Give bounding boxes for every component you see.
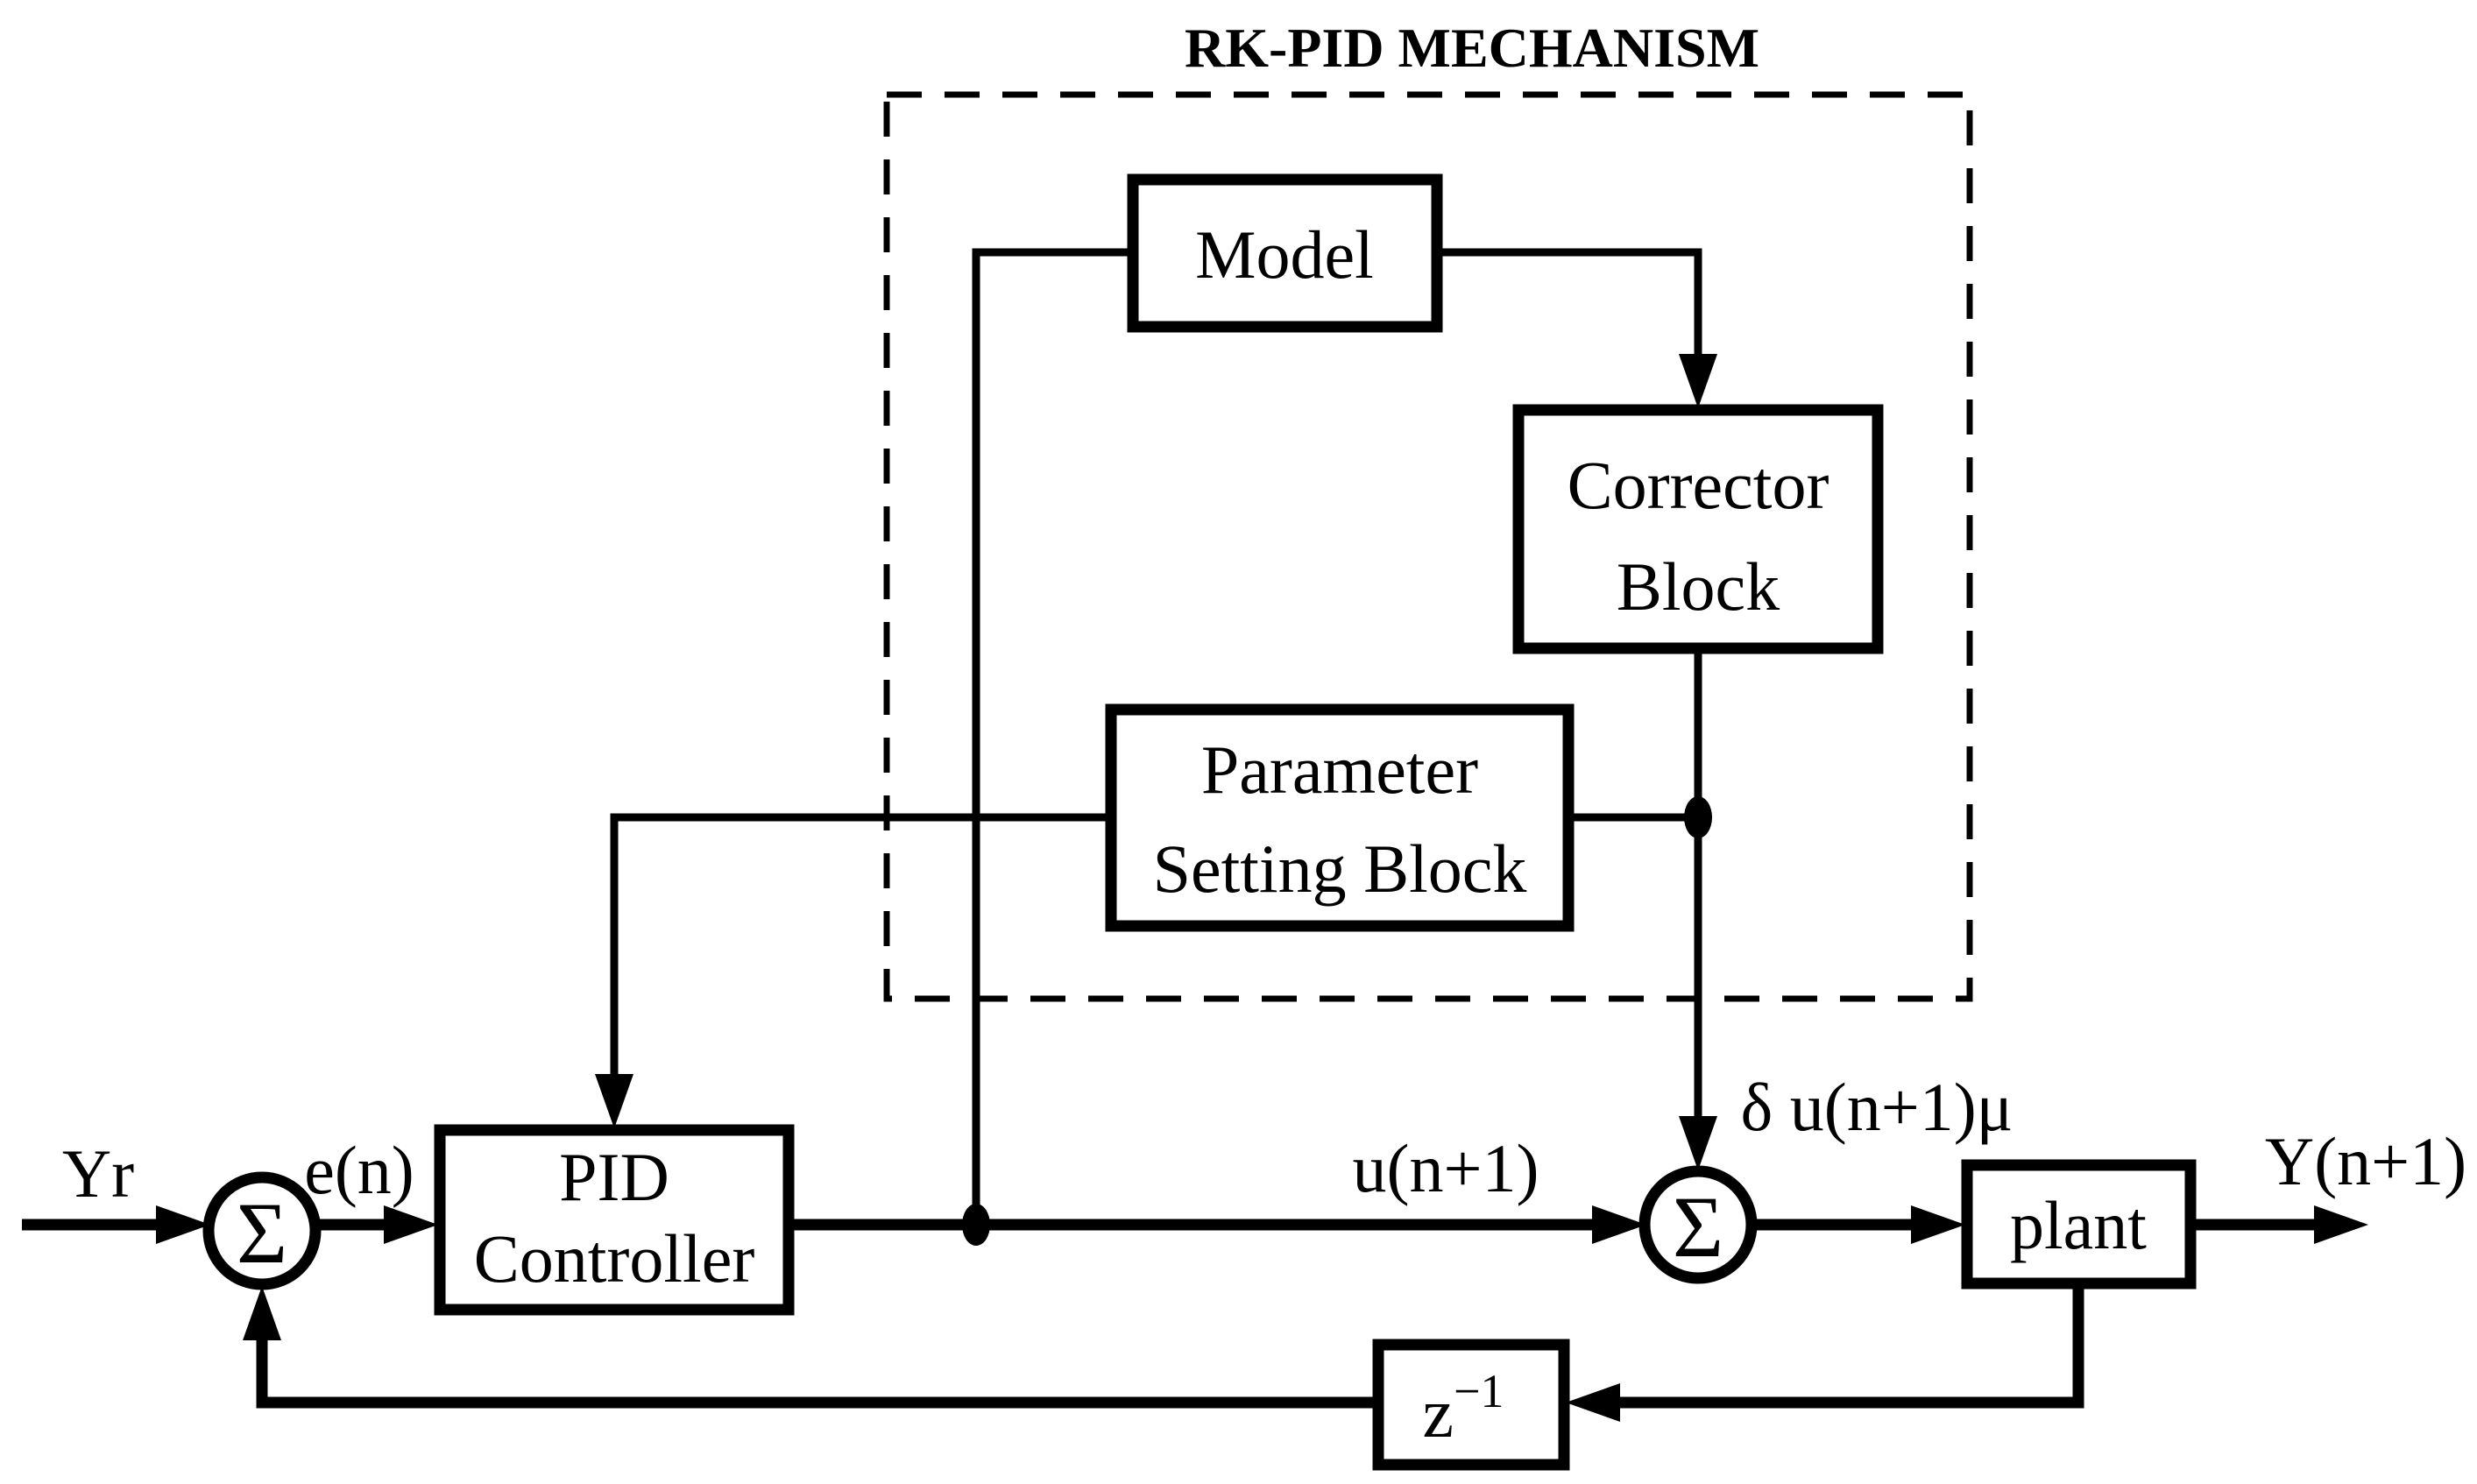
pid-controller-label-line2: Controller [474,1220,755,1297]
model-block-label: Model [1195,216,1374,293]
corrector-block-label-line2: Block [1617,548,1780,625]
wire-parameter-to-pid [610,813,1111,1078]
wire-plant-to-delay [1620,1283,2084,1409]
plant-block: plant [1961,1159,2197,1290]
sum-junction-2: Σ [1638,1165,1758,1284]
arrowhead-into-sum2-icon [1679,1116,1717,1170]
pid-controller-label-line1: PID [559,1139,669,1215]
arrowhead-control-into-sum2-icon [1592,1205,1646,1244]
arrowhead-into-plant-icon [1911,1205,1965,1244]
sum-junction-2-sigma: Σ [1673,1178,1723,1276]
parameter-setting-block: Parameter Setting Block [1105,703,1575,932]
arrowhead-feedback-into-sum1-icon [243,1286,281,1340]
junction-dot-correction [1684,796,1712,838]
signal-label-output: Y(n+1) [2265,1123,2466,1199]
arrowhead-into-corrector-icon [1679,354,1717,408]
signal-label-input: Yr [62,1135,134,1212]
signal-label-correction: δ u(n+1)μ [1740,1069,2013,1145]
wire-model-input [972,248,1133,1225]
signal-label-error: e(n) [304,1132,414,1208]
delay-block: z−1 [1372,1339,1570,1471]
sum-junction-1: Σ [202,1171,322,1290]
pid-controller-block: PID Controller [434,1124,795,1316]
wire-model-to-corrector [1437,248,1702,361]
parameter-setting-block-label-line1: Parameter [1201,731,1478,808]
model-block: Model [1127,173,1443,333]
sum-junction-1-sigma: Σ [237,1184,287,1282]
corrector-block: Corrector Block [1512,404,1884,654]
parameter-setting-block-label-line2: Setting Block [1153,830,1527,907]
arrowhead-output-icon [2314,1205,2368,1244]
plant-block-label: plant [2010,1187,2147,1263]
diagram-title: RK-PID MECHANISM [1185,17,1759,79]
signal-label-control: u(n+1) [1353,1130,1539,1206]
arrowhead-into-delay-icon [1566,1383,1620,1422]
arrowhead-into-sum1-icon [156,1205,210,1244]
wire-feedback-to-sum1 [256,1339,1378,1409]
delay-block-label: z−1 [1423,1365,1504,1452]
junction-dot-control-tap [962,1204,990,1246]
corrector-block-label-line1: Corrector [1568,447,1829,523]
rk-pid-mechanism-boundary [883,91,1973,1002]
arrowhead-into-pid-icon [384,1205,438,1244]
arrowhead-into-pid-top-icon [595,1074,633,1128]
